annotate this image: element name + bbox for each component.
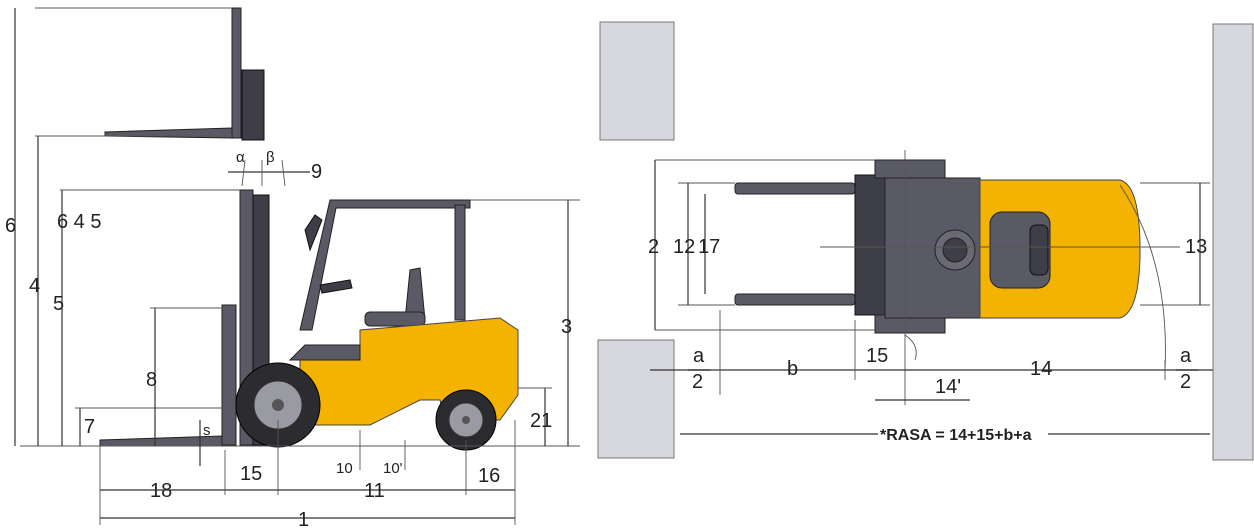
dim-14: 14 <box>1030 358 1052 380</box>
wall-block-top-left <box>599 21 675 141</box>
dim-3: 3 <box>561 316 572 338</box>
carriage-top <box>854 159 981 334</box>
angle-beta: β <box>266 149 275 166</box>
dim-10: 10 <box>336 460 353 477</box>
dim-2-right: 2 <box>1180 371 1191 393</box>
dim-15-top: 15 <box>866 345 888 367</box>
wall-right <box>1212 23 1254 461</box>
forks-top <box>734 182 856 306</box>
dim-18: 18 <box>150 480 172 502</box>
top-view: 2 12 17 13 a 2 b 15 14 14' a 2 *RASA = 1… <box>597 21 1254 461</box>
rasa-formula: *RASA = 14+15+b+a <box>880 427 1032 444</box>
note-label: 6 4 5 <box>57 211 101 233</box>
dim-13: 13 <box>1185 236 1207 258</box>
dim-1: 1 <box>298 509 309 530</box>
dim-4: 4 <box>29 275 40 297</box>
dim-16: 16 <box>478 465 500 487</box>
dim-2: 2 <box>648 236 659 258</box>
dim-10-prime: 10' <box>383 460 403 477</box>
dim-15: 15 <box>240 463 262 485</box>
dim-5: 5 <box>53 293 64 315</box>
chassis-top <box>979 179 1141 319</box>
rear-wheel <box>435 389 497 451</box>
side-view: 6 4 5 6 4 5 7 8 s α β 9 3 21 18 15 11 16… <box>5 7 580 530</box>
dim-7: 7 <box>84 416 95 438</box>
dim-12: 12 <box>673 236 695 258</box>
dim-2-left: 2 <box>692 371 703 393</box>
dim-a-right: a <box>1180 345 1192 367</box>
dim-9: 9 <box>311 161 322 183</box>
dim-8: 8 <box>146 369 157 391</box>
seat <box>319 267 426 327</box>
dim-14-prime: 14' <box>935 376 961 398</box>
dim-21: 21 <box>530 410 552 432</box>
front-wheel <box>235 362 321 448</box>
dim-s: s <box>203 422 211 439</box>
dim-a-left: a <box>693 345 705 367</box>
dim-17: 17 <box>698 236 720 258</box>
angle-alpha: α <box>236 149 245 166</box>
raised-carriage <box>35 7 265 141</box>
dim-b: b <box>787 358 798 380</box>
dim-11: 11 <box>364 480 385 502</box>
wall-block-bottom-left <box>597 339 675 459</box>
overhead-guard <box>299 199 471 331</box>
dim-6: 6 <box>5 215 16 237</box>
